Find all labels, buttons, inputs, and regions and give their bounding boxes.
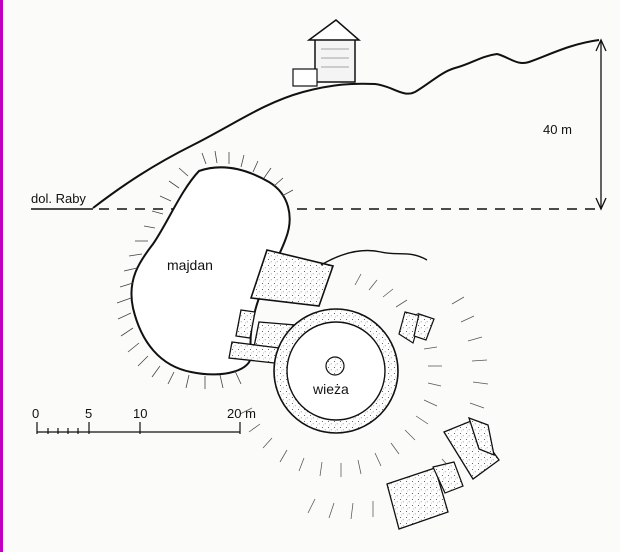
- courtyard-slope-hatching: [116, 150, 294, 389]
- wall-edge-line: [320, 249, 428, 266]
- scale-label-0: 0: [32, 406, 39, 421]
- height-arrow-bottom-icon: [595, 197, 607, 211]
- courtyard-label: majdan: [167, 257, 213, 273]
- scale-label-5: 5: [85, 406, 92, 421]
- scale-bar: [36, 422, 241, 434]
- ruin-blocks-east: [386, 311, 500, 530]
- valley-label: dol. Raby: [31, 191, 86, 206]
- hill-profile-line: [92, 39, 600, 209]
- height-arrow-top-icon: [595, 38, 607, 52]
- scale-label-20m: 20 m: [227, 406, 256, 421]
- height-label: 40 m: [543, 122, 572, 137]
- tower-label: wieża: [312, 381, 349, 397]
- plan-drawing: dol. Raby 40 m majdan wieża 0 5 10 20 m: [31, 19, 607, 530]
- tower-core-stipple: [325, 356, 345, 376]
- scale-label-10: 10: [133, 406, 147, 421]
- wall-remains-north: [249, 249, 335, 307]
- hilltop-tower-drawing: [292, 19, 362, 87]
